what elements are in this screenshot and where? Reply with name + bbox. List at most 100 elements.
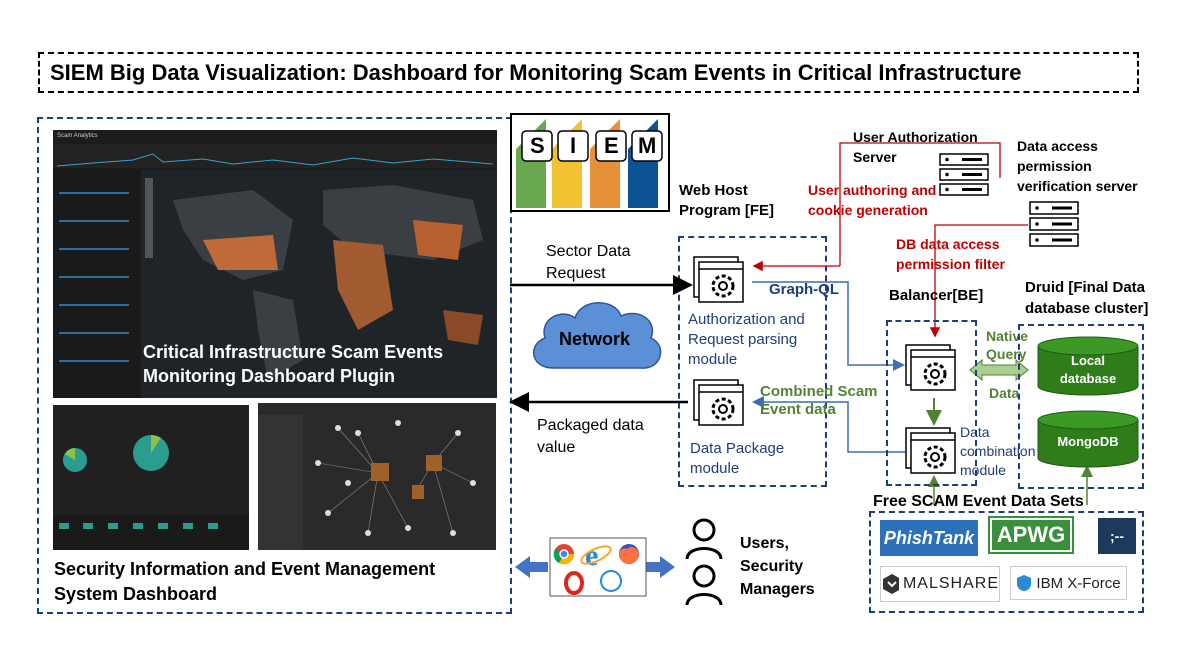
phishtank-logo: PhishTank <box>880 520 978 556</box>
caption-line-2: System Dashboard <box>54 584 218 604</box>
local-db-line-1: Local <box>1071 353 1105 368</box>
native-query-line-1: Native <box>986 328 1029 344</box>
map-overlay-line-1: Critical Infrastructure Scam Events <box>143 342 444 362</box>
user-auth-line <box>839 142 1001 266</box>
siem-logo: S I E M <box>510 113 670 212</box>
network-label: Network <box>559 329 631 349</box>
left-browser-arrow <box>515 556 548 578</box>
user-auth-flow-line-1: User authoring and <box>808 182 937 198</box>
perm-filter-line-2: permission filter <box>896 256 1005 272</box>
pie-charts-graphic <box>53 434 249 550</box>
package-module-label: Data Package module <box>690 439 784 479</box>
datasets-box <box>869 511 1144 613</box>
siem-letter-m: M <box>638 133 657 158</box>
sector-request-line-2: Request <box>546 265 606 282</box>
siem-letter-e: E <box>604 133 619 158</box>
perm-filter-line <box>929 224 1028 338</box>
title-frame <box>38 52 1139 93</box>
ibm-xforce-text: IBM X-Force <box>1036 574 1121 592</box>
firefox-icon <box>619 544 639 564</box>
siem-dashboard-panel <box>37 117 512 614</box>
native-query-arrow <box>969 358 1029 382</box>
pie-dashboard-screenshot <box>53 405 249 550</box>
perm-server-line-3: verification server <box>1017 178 1138 194</box>
xforce-shield-icon <box>1017 575 1032 591</box>
user-auth-server-label: User Authorization Server <box>853 127 978 167</box>
malshare-logo: MALSHARE <box>880 566 1000 602</box>
ie-icon: e <box>580 539 612 572</box>
siem-shield-icons <box>516 119 663 208</box>
native-query-line-2: Query <box>986 346 1027 362</box>
map-zoom-control[interactable] <box>145 178 153 258</box>
users-line-1: Users, <box>740 535 789 552</box>
package-module-icon <box>693 379 744 426</box>
graphql-label: Graph-QL <box>769 281 839 298</box>
local-db-line-2: database <box>1059 371 1117 386</box>
druid-line-1: Druid [Final Data <box>1025 279 1146 296</box>
balancer-box <box>886 320 977 486</box>
chrome-icon <box>553 544 575 565</box>
dashboard-header: Scam Analytics <box>57 133 98 139</box>
phishtank-text: PhishTank <box>883 527 975 548</box>
map-overlay-title: Critical Infrastructure Scam Events Moni… <box>143 340 443 388</box>
graph-dashboard-screenshot <box>258 403 496 550</box>
combined-line-2: Event data <box>760 401 836 418</box>
apwg-logo: APWG <box>988 516 1074 554</box>
opera-icon <box>564 571 584 595</box>
balancer-module-icon <box>905 344 956 391</box>
svg-text:e: e <box>585 539 598 572</box>
sqli-logo: ;-- <box>1098 518 1136 554</box>
combination-line-3: module <box>960 462 1006 478</box>
map-overlay-line-2: Monitoring Dashboard Plugin <box>143 366 395 386</box>
users-line-2: Security <box>740 558 804 575</box>
auth-module-line-3: module <box>688 351 738 368</box>
native-query-label: Native Query <box>986 327 1028 363</box>
malshare-hex-icon <box>883 574 899 594</box>
combined-line-1: Combined Scam <box>760 383 878 400</box>
perm-server-icon <box>1029 201 1079 247</box>
safari-icon <box>600 570 622 592</box>
balancer-label: Balancer[BE] <box>889 287 984 304</box>
user-auth-flow-label: User authoring and cookie generation <box>808 180 936 220</box>
packaged-value-label: Packaged data value <box>537 415 644 459</box>
web-host-line-1: Web Host <box>679 182 748 199</box>
user-auth-server-icon <box>939 153 989 196</box>
combination-line-1: Data <box>960 424 990 440</box>
auth-module-line-1: Authorization and <box>688 311 805 328</box>
user-auth-server-line-1: User Authorization <box>853 129 978 145</box>
packaged-value-line-1: Packaged data <box>537 417 644 434</box>
local-database-label: Local database <box>1036 352 1140 388</box>
malshare-text: MALSHARE <box>902 575 999 592</box>
package-module-line-1: Data Package <box>690 440 785 457</box>
siem-letter-i: I <box>570 133 577 158</box>
network-graph-graphic <box>258 415 476 550</box>
user-auth-flow-line-2: cookie generation <box>808 202 928 218</box>
caption-line-1: Security Information and Event Managemen… <box>54 559 436 579</box>
frontend-box <box>678 236 827 487</box>
perm-server-line-1: Data access <box>1017 138 1098 154</box>
user-auth-server-line-2: Server <box>853 149 897 165</box>
perm-filter-line-1: DB data access <box>896 236 1000 252</box>
perm-server-line-2: permission <box>1017 158 1092 174</box>
package-module-line-2: module <box>690 460 740 477</box>
users-label: Users, Security Managers <box>740 532 815 601</box>
web-host-label: Web Host Program [FE] <box>679 181 774 221</box>
druid-line-2: database cluster] <box>1025 300 1149 317</box>
auth-module-icon <box>693 256 744 303</box>
sector-request-line-1: Sector Data <box>546 243 631 260</box>
perm-server-label: Data access permission verification serv… <box>1017 136 1138 196</box>
page-title: SIEM Big Data Visualization: Dashboard f… <box>50 60 1022 85</box>
right-browser-arrow <box>645 556 675 578</box>
combination-module-label: Data combination module <box>960 423 1036 480</box>
mongodb-label: MongoDB <box>1057 434 1119 449</box>
web-host-line-2: Program [FE] <box>679 202 775 219</box>
combination-line-2: combination <box>960 443 1036 459</box>
graphql-arrow <box>752 281 905 371</box>
free-datasets-label: Free SCAM Event Data Sets <box>873 493 1084 510</box>
auth-module-label: Authorization and Request parsing module <box>688 310 805 370</box>
siem-dashboard-caption: Security Information and Event Managemen… <box>54 557 435 607</box>
combined-data-label: Combined Scam Event data <box>760 383 878 419</box>
mongodb-icon <box>1037 410 1139 468</box>
perm-filter-label: DB data access permission filter <box>896 234 1005 274</box>
